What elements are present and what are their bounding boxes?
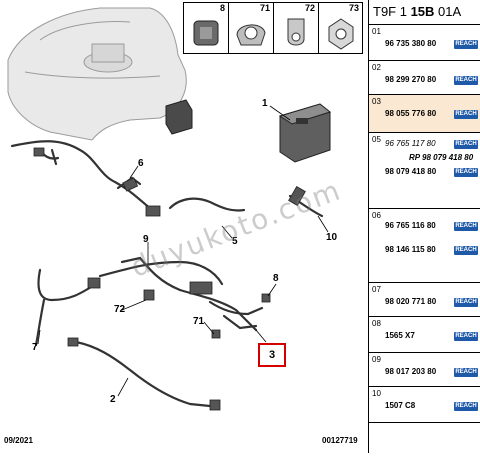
canister-part xyxy=(278,103,332,163)
part-number[interactable]: 1565 X7 xyxy=(385,331,415,340)
reference-index: 02 xyxy=(372,63,381,72)
part-number[interactable]: 96 765 116 80 xyxy=(385,221,436,230)
reach-badge: REACH xyxy=(454,110,478,119)
reference-group-07[interactable]: 07 98 020 771 80 REACH xyxy=(369,283,480,317)
part-number[interactable]: 98 017 203 80 xyxy=(385,367,437,376)
part-number[interactable]: 98 146 115 80 xyxy=(385,245,436,254)
callout-1[interactable]: 1 xyxy=(262,98,268,109)
thumbnail-number: 71 xyxy=(259,3,270,13)
part-reference-panel: T9F 1 15B 01A 01 96 735 380 80 REACH 02 98 2… xyxy=(368,0,480,453)
reach-badge: REACH xyxy=(454,298,478,307)
reference-group-08[interactable]: 08 1565 X7 REACH xyxy=(369,317,480,353)
reach-badge: REACH xyxy=(454,140,478,149)
thumbnail-part-8[interactable]: 8 xyxy=(183,2,228,54)
reach-badge: REACH xyxy=(454,222,478,231)
reference-index: 01 xyxy=(372,27,381,36)
bracket-clip-icon xyxy=(236,24,266,46)
footer-reference: 00127719 xyxy=(322,436,358,445)
part-number[interactable]: 98 055 776 80 xyxy=(385,109,437,118)
diagram-code: T9F 1 15B 01A xyxy=(369,0,480,25)
reference-index: 07 xyxy=(372,285,381,294)
clip-icon xyxy=(193,20,219,46)
callout-3: 3 xyxy=(268,349,276,361)
reach-badge: REACH xyxy=(454,168,478,177)
part-number[interactable]: 96 735 380 80 xyxy=(385,39,437,48)
callout-5[interactable]: 5 xyxy=(232,236,238,247)
reference-group-05[interactable]: 05 96 765 117 80 REACH RP 98 079 418 80 98 0… xyxy=(369,133,480,209)
reference-group-10[interactable]: 10 1507 C8 REACH xyxy=(369,387,480,423)
reach-badge: REACH xyxy=(454,246,478,255)
footer-date: 09/2021 xyxy=(4,436,33,445)
reference-list: 01 96 735 380 80 REACH 02 98 299 270 80 REACH… xyxy=(369,25,480,423)
diagram-code-bold: 15B xyxy=(410,4,435,19)
reach-badge: REACH xyxy=(454,402,478,411)
reference-index: 05 xyxy=(372,135,381,144)
thumbnail-part-73[interactable]: 73 xyxy=(318,2,363,54)
thumbnail-number: 72 xyxy=(304,3,315,13)
pipe-clip-icon xyxy=(287,18,305,46)
reference-index: 09 xyxy=(372,355,381,364)
callout-2[interactable]: 2 xyxy=(110,394,116,405)
part-number[interactable]: 98 020 771 80 xyxy=(385,297,437,306)
exploded-diagram: 8 71 72 73 xyxy=(4,2,365,445)
callout-9[interactable]: 9 xyxy=(143,234,149,245)
callout-8[interactable]: 8 xyxy=(273,273,279,284)
thumbnail-part-72[interactable]: 72 xyxy=(273,2,318,54)
callout-7[interactable]: 7 xyxy=(32,342,38,353)
reference-group-02[interactable]: 02 98 299 270 80 REACH xyxy=(369,61,480,95)
reach-badge: REACH xyxy=(454,368,478,377)
callout-6[interactable]: 6 xyxy=(138,158,144,169)
part-number[interactable]: 98 299 270 80 xyxy=(385,75,437,84)
reference-index: 06 xyxy=(372,211,381,220)
callout-3-highlighted[interactable]: 3 xyxy=(258,343,286,367)
callout-71[interactable]: 71 xyxy=(193,316,205,327)
diagram-code-suffix: 01A xyxy=(434,4,462,19)
reference-index: 10 xyxy=(372,389,381,398)
reach-badge: REACH xyxy=(454,332,478,341)
thumbnail-number: 73 xyxy=(348,3,359,13)
thumbnail-part-71[interactable]: 71 xyxy=(228,2,273,54)
callout-72[interactable]: 72 xyxy=(114,304,126,315)
thumbnail-strip: 8 71 72 73 xyxy=(183,2,365,54)
part-number[interactable]: 96 765 117 80 xyxy=(385,139,436,148)
reference-group-06[interactable]: 06 96 765 116 80 REACH 98 146 115 80 REACH xyxy=(369,209,480,283)
reference-group-09[interactable]: 09 98 017 203 80 REACH xyxy=(369,353,480,387)
diagram-drawing xyxy=(7,7,332,411)
thumbnail-number: 8 xyxy=(219,3,225,13)
part-number[interactable]: 98 079 418 80 xyxy=(385,167,437,176)
part-number[interactable]: RP 98 079 418 80 xyxy=(409,153,474,162)
callout-10[interactable]: 10 xyxy=(326,232,338,243)
reference-index: 03 xyxy=(372,97,381,106)
reach-badge: REACH xyxy=(454,40,478,49)
part-number[interactable]: 1507 C8 xyxy=(385,401,416,410)
reference-group-03[interactable]: 03 98 055 776 80 REACH xyxy=(369,95,480,133)
nut-icon xyxy=(328,18,354,50)
reference-group-01[interactable]: 01 96 735 380 80 REACH xyxy=(369,25,480,61)
diagram-code-prefix: T9F 1 xyxy=(373,4,411,19)
fuel-tank-sketch xyxy=(7,7,187,141)
reach-badge: REACH xyxy=(454,76,478,85)
reference-index: 08 xyxy=(372,319,381,328)
